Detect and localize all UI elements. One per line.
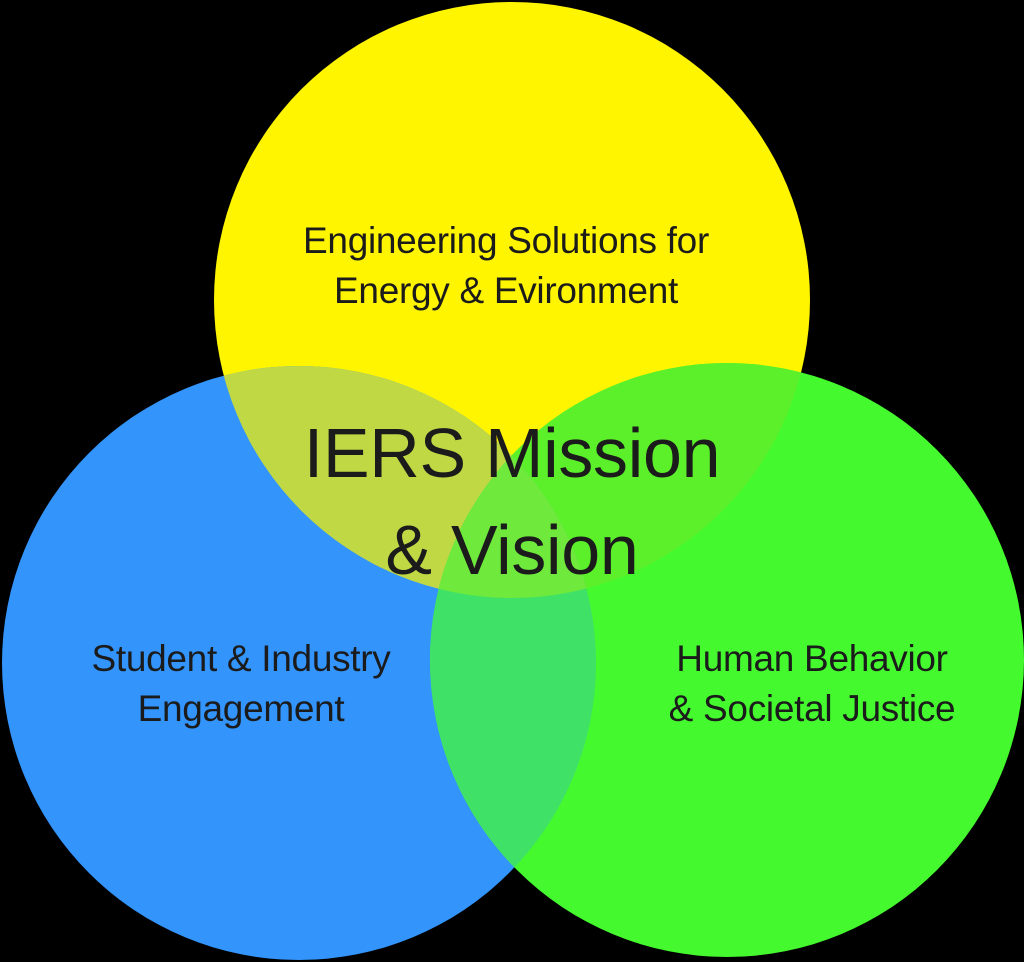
students-set-label-line2: Engagement [137, 688, 345, 729]
society-set-label-line2: & Societal Justice [668, 688, 956, 729]
center-title-line1: IERS Mission [303, 414, 721, 492]
energy-set-label: Engineering Solutions for Energy & Eviro… [303, 216, 709, 316]
center-title-line2: & Vision [385, 511, 639, 589]
center-title: IERS Mission & Vision [304, 405, 721, 599]
energy-set-label-line1: Engineering Solutions for [303, 220, 709, 261]
society-set-label: Human Behavior & Societal Justice [669, 634, 956, 734]
energy-students-overlap [214, 366, 596, 598]
society-set-label-line1: Human Behavior [676, 638, 948, 679]
students-set-label-line1: Student & Industry [91, 638, 391, 679]
energy-set-label-line2: Energy & Evironment [334, 270, 678, 311]
students-set-label: Student & Industry Engagement [91, 634, 390, 734]
energy-society-overlap [430, 363, 810, 598]
